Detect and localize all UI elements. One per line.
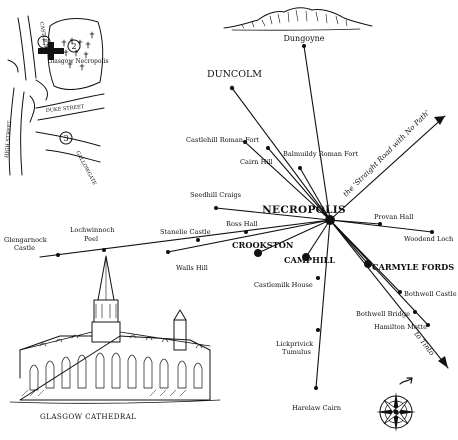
label-bothwellbridge: Bothwell Bridge [356, 310, 410, 318]
inset-markers: 1 2 3 [37, 35, 81, 145]
label-lickprivick: Lickprivick [276, 340, 314, 348]
street-castle: CASTLE ST [38, 21, 49, 52]
inset-street-map: 1 2 3 Glasgow Necropolis CASTLE ST HIGH … [4, 15, 109, 187]
label-hamilton: Hamilton Motte [374, 323, 427, 331]
arrow-head-se-icon [438, 356, 448, 368]
label-lickprivick-tumulus: Tumulus [282, 348, 311, 356]
marker-2: 2 [71, 42, 76, 51]
street-high: HIGH STREET [4, 120, 13, 158]
street-gallowgate: GALLOWGATE [74, 150, 97, 187]
marker-3: 3 [63, 134, 68, 143]
label-bothwellcastle: Bothwell Castle [404, 290, 457, 298]
label-duncolm: DUNCOLM [207, 69, 262, 80]
balmuildy-dot [298, 166, 302, 170]
provan-dot [378, 222, 382, 226]
castlemilk-dot [316, 276, 320, 280]
compass-rose-icon [376, 392, 416, 432]
glengarnock-dot [56, 253, 60, 257]
camphill-dot [302, 253, 310, 261]
label-seedhill: Seedhill Craigs [190, 191, 242, 199]
label-dungoyne: Dungoyne [283, 34, 324, 43]
label-carmyle: CARMYLE FORDS [372, 262, 454, 272]
label-crookston: CROOKSTON [232, 240, 294, 250]
stanelie-dot [196, 238, 200, 242]
label-balmuildy: Balmuildy Roman Fort [283, 150, 358, 158]
label-cairnhill: Cairn Hill [240, 158, 273, 166]
carmyle-dot [364, 260, 372, 268]
label-to-tinto: to Tinto [412, 330, 435, 357]
street-duke: DUKE STREET [46, 104, 85, 114]
label-castlehill: Castlehill Roman Fort [186, 136, 259, 144]
crookston-dot [254, 249, 262, 257]
lochwinnoch-dot [102, 248, 106, 252]
label-camphill: CAMPHILL [284, 255, 335, 265]
bothwellbridge-dot [413, 310, 417, 314]
wallshill-dot [166, 250, 170, 254]
label-stanelie: Stanelie Castle [160, 228, 211, 236]
label-harelaw: Harelaw Cairn [292, 404, 342, 412]
inset-necropolis-label: Glasgow Necropolis [48, 58, 109, 65]
label-rosshall: Ross Hall [226, 220, 258, 228]
site-dots [56, 44, 434, 390]
label-lochwinnoch: Lochwinnoch [70, 226, 115, 234]
north-arrow-icon [399, 377, 413, 385]
cairnhill-dot [266, 146, 270, 150]
arrow-head-ne-icon [434, 116, 445, 125]
woodend-dot [430, 230, 434, 234]
label-cathedral: GLASGOW CATHEDRAL [40, 412, 136, 421]
marker-1: 1 [41, 38, 46, 47]
necropolis-dot [325, 215, 335, 225]
label-lochwinnoch-peel: Peel [84, 235, 98, 243]
duncolm-dot [229, 85, 235, 91]
lickprivick-dot [316, 328, 320, 332]
hamilton-dot [426, 323, 430, 327]
label-woodend: Woodend Loch [404, 235, 454, 243]
dungoyne-dot [302, 44, 306, 48]
castlehill-dot [243, 140, 247, 144]
seedhill-dot [214, 206, 218, 210]
cathedral-sketch-icon: GLASGOW CATHEDRAL [9, 255, 221, 421]
label-castlemilk: Castlemilk House [254, 281, 313, 289]
label-wallshill: Walls Hill [176, 264, 208, 272]
mountain-sketch-icon [223, 7, 373, 31]
cathedral-plan-icon [38, 42, 64, 60]
label-necropolis: NECROPOLIS [262, 204, 346, 216]
label-glengarnock-castle: Castle [14, 244, 35, 252]
harelaw-dot [314, 386, 318, 390]
bothwellcastle-dot [398, 290, 402, 294]
label-provan: Provan Hall [374, 213, 413, 221]
label-glengarnock: Glengarnock [4, 236, 48, 244]
rosshall-dot [244, 230, 248, 234]
ley-lines [39, 45, 449, 389]
